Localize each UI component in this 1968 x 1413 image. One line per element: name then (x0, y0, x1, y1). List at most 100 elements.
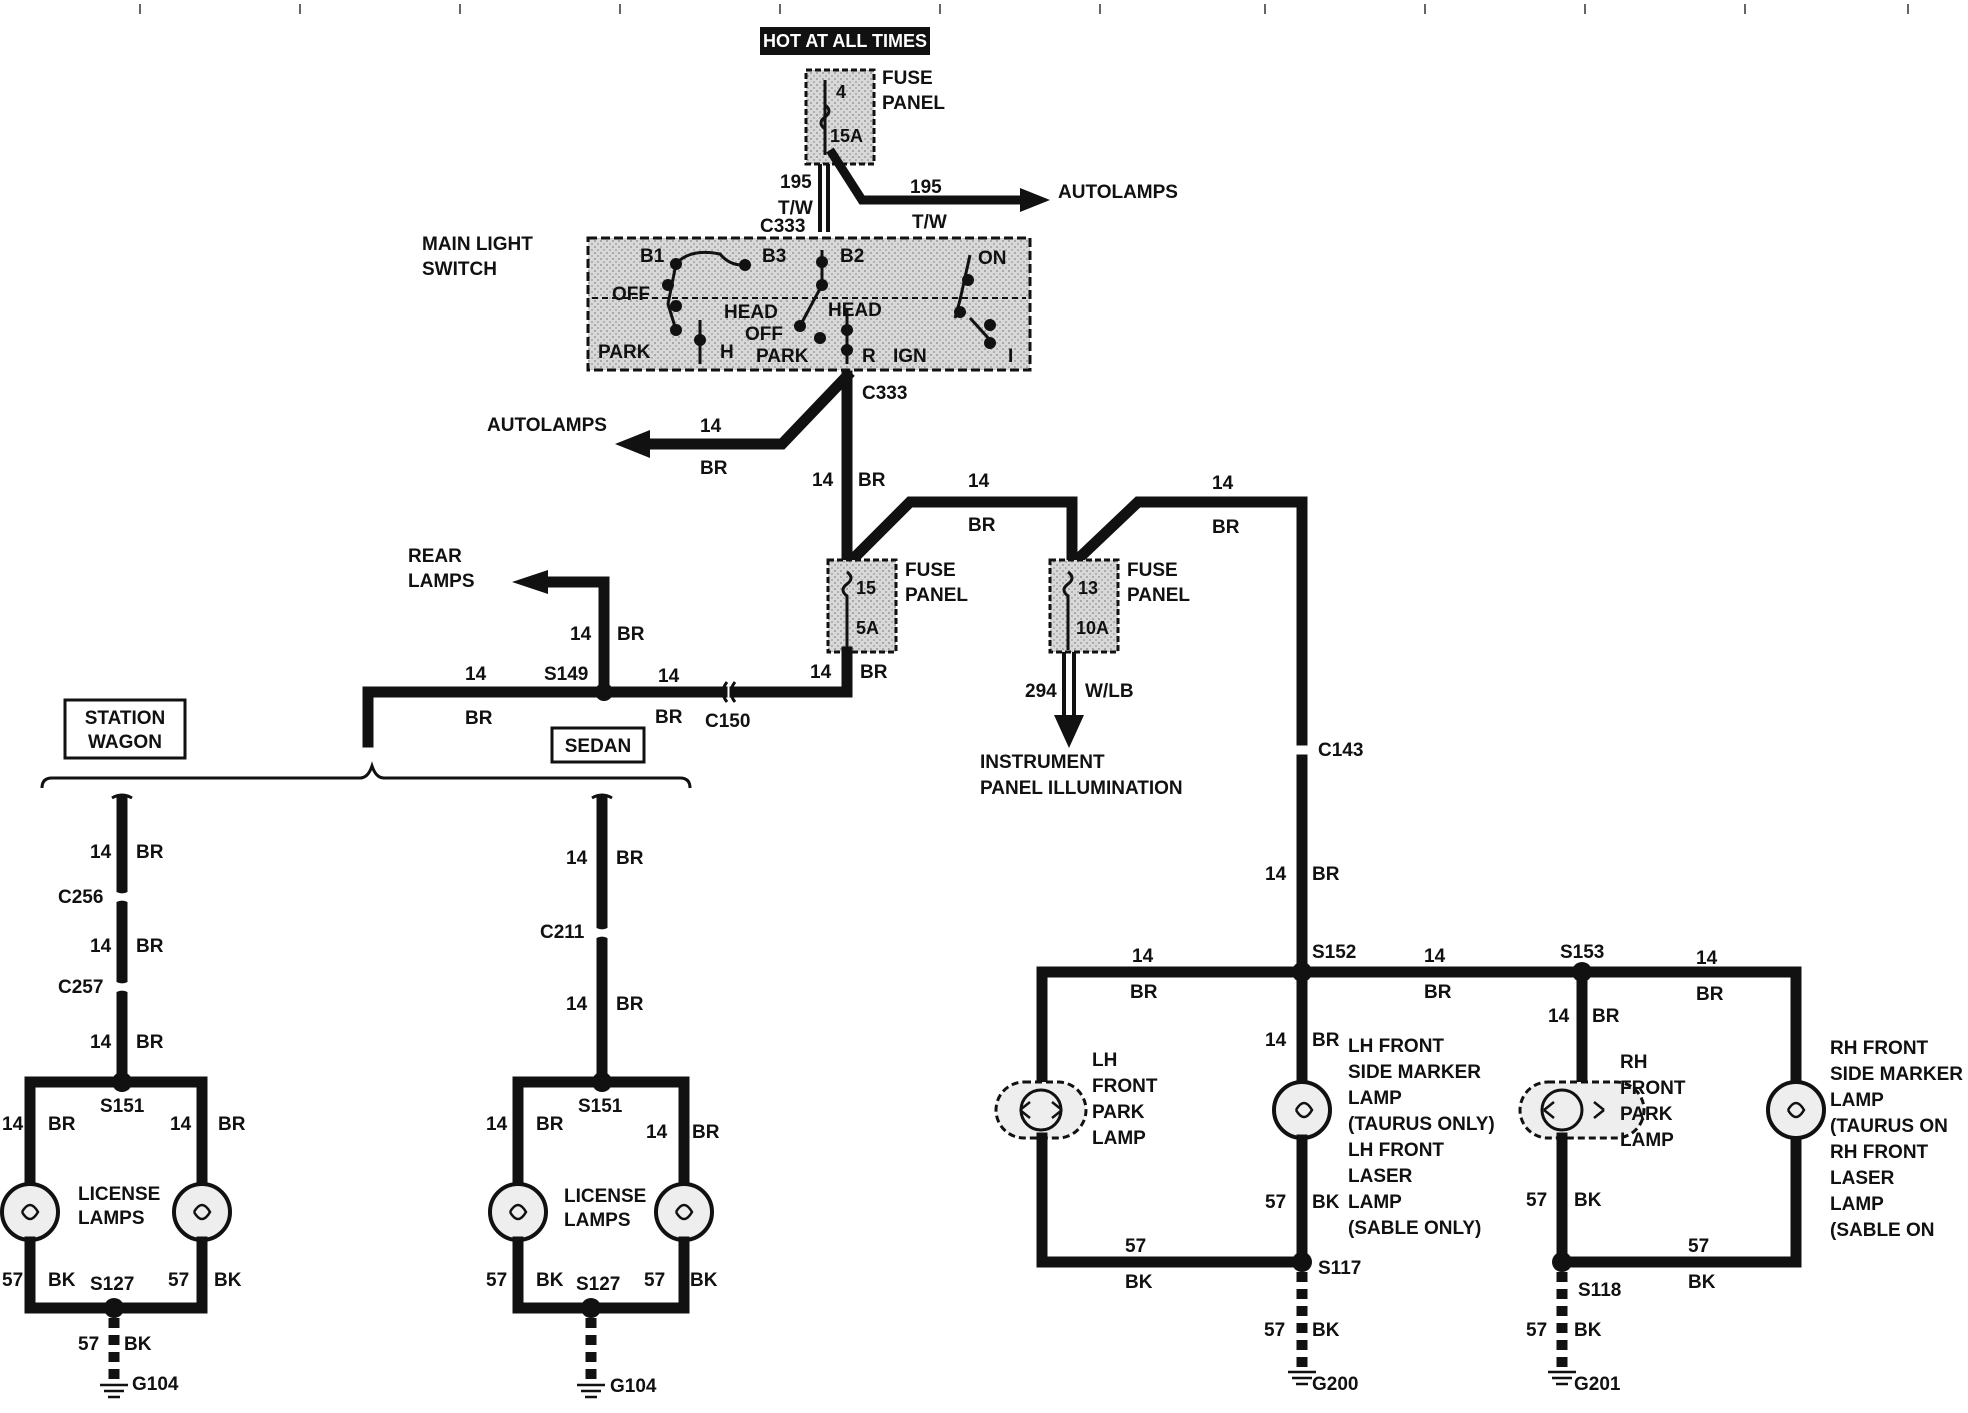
lh-park-gnd-color: BK (1125, 1272, 1153, 1293)
ground-g201-icon (1548, 1370, 1576, 1386)
rh-front-park-lamp (1518, 1080, 1646, 1140)
sedan-w2-color: BR (616, 994, 644, 1015)
wagon-w2-color: BR (136, 936, 164, 957)
ground-g104-sedan: G104 (610, 1376, 657, 1397)
right-feed2-num: 14 (1265, 864, 1287, 885)
autolamps-top-label: AUTOLAMPS (1058, 182, 1178, 203)
wagon-g-right-num: 57 (168, 1270, 189, 1291)
sedan-lamps-label-2: LAMPS (564, 1210, 631, 1231)
fuse-top-symbol (819, 103, 831, 131)
station-wagon-label-2: WAGON (88, 732, 162, 753)
connector-c333-bottom: C333 (862, 383, 907, 404)
splice-s153-label: S153 (1560, 942, 1604, 963)
connector-c256: C256 (58, 887, 103, 908)
sedan-g-left-num: 57 (486, 1270, 507, 1291)
right-feed-num: 14 (1212, 473, 1234, 494)
wire-autolamps-left (644, 368, 855, 450)
wagon-gnd-num: 57 (78, 1334, 99, 1355)
wagon-w3-num: 14 (90, 1032, 112, 1053)
connector-c333-top: C333 (760, 216, 805, 237)
lh-side-label-1: LH FRONT (1348, 1036, 1444, 1057)
lh-park-ground-wire (1036, 1132, 1302, 1268)
station-wagon-label-1: STATION (85, 708, 166, 729)
lh-side-label-2: SIDE MARKER (1348, 1062, 1481, 1083)
rh-park-gnd-num: 57 (1526, 1190, 1547, 1211)
wagon-left-color: BR (48, 1114, 76, 1135)
fuse15-number: 15 (856, 578, 876, 598)
arrow-autolamps-top (1020, 188, 1050, 212)
sedan-right-color: BR (692, 1122, 720, 1143)
connector-c256-symbol (110, 889, 134, 905)
fuse15-amp: 5A (856, 618, 879, 638)
sedan-lamps-label-1: LICENSE (564, 1186, 646, 1207)
wire-fuse15-out (729, 646, 853, 698)
switch-pos-ign: IGN (893, 346, 927, 367)
lh-park-label-4: LAMP (1092, 1128, 1146, 1149)
g200-color: BK (1312, 1320, 1340, 1341)
autolamps-top-num: 195 (910, 177, 942, 198)
switch-pos-h: H (720, 342, 734, 363)
sedan-label: SEDAN (565, 736, 632, 757)
switch-pos-r: R (862, 346, 876, 367)
rh-park-gnd-color: BK (1574, 1190, 1602, 1211)
switch-pos-off-2: OFF (745, 324, 783, 345)
wagon-w3-color: BR (136, 1032, 164, 1053)
splice-s152-label: S152 (1312, 942, 1356, 963)
lh-side-marker-lamp (1272, 1080, 1332, 1140)
fuse15-out-num: 14 (810, 662, 832, 683)
rh-park-num: 14 (1548, 1006, 1570, 1027)
front-lh-color: BR (1130, 982, 1158, 1003)
front-lh-num: 14 (1132, 946, 1154, 967)
fuse15-in-num: 14 (968, 471, 990, 492)
rh-park-color: BR (1592, 1006, 1620, 1027)
border-ticks (139, 4, 1909, 14)
banner-text: HOT AT ALL TIMES (763, 31, 927, 51)
fuse15-in-color: BR (968, 515, 996, 536)
rh-side-label-7: LAMP (1830, 1194, 1884, 1215)
switch-pos-i: I (1008, 346, 1013, 367)
switch-terminal-b2: B2 (840, 246, 864, 267)
rear-lamps-color: BR (617, 624, 645, 645)
instrument-label-1: INSTRUMENT (980, 752, 1105, 773)
wagon-right-num: 14 (170, 1114, 192, 1135)
front-bus (1036, 966, 1802, 1088)
fuse15-out-color: BR (860, 662, 888, 683)
switch-terminal-b1: B1 (640, 246, 665, 267)
lh-side-label-5: LH FRONT (1348, 1140, 1444, 1161)
ground-g104-wagon: G104 (132, 1374, 179, 1395)
sedan-g-left-color: BK (536, 1270, 564, 1291)
arrow-rear-lamps (512, 570, 548, 594)
lh-side-color: BR (1312, 1030, 1340, 1051)
switch-contacts (662, 256, 996, 356)
sedan-box (550, 726, 646, 764)
rh-park-label-2: FRONT (1620, 1078, 1686, 1099)
wagon-license-lamp-right (172, 1182, 232, 1242)
sedan-license-lamp-left (488, 1182, 548, 1242)
autolamps-left-color: BR (700, 458, 728, 479)
wire-right-feed (1069, 496, 1308, 746)
variant-bracket (40, 761, 692, 789)
splice-s149-label: S149 (544, 664, 588, 685)
wire-294-num: 294 (1025, 681, 1057, 702)
rear-lamps-label-1: REAR (408, 546, 462, 567)
lh-park-label-1: LH (1092, 1050, 1117, 1071)
fuse13-amp: 10A (1076, 618, 1109, 638)
main-switch-label-2: SWITCH (422, 259, 497, 280)
wagon-ground-right (119, 1236, 208, 1314)
rh-side-marker-lamp (1766, 1080, 1826, 1140)
instrument-label-2: PANEL ILLUMINATION (980, 778, 1183, 799)
switch-pos-off: OFF (612, 284, 650, 305)
lh-side-label-3: LAMP (1348, 1088, 1402, 1109)
rh-park-label-3: PARK (1620, 1104, 1673, 1125)
wagon-right-color: BR (218, 1114, 246, 1135)
wagon-g-right-color: BK (214, 1270, 242, 1291)
connector-c150: C150 (705, 711, 750, 732)
rear-right-color: BR (655, 707, 683, 728)
fuse-top-label-1: FUSE (882, 68, 933, 89)
fuse-top-label-2: PANEL (882, 93, 945, 114)
rh-park-label-4: LAMP (1620, 1130, 1674, 1151)
ground-g201: G201 (1574, 1374, 1621, 1395)
fuse13-label-2: PANEL (1127, 585, 1190, 606)
fuse-panel-15 (826, 558, 898, 654)
